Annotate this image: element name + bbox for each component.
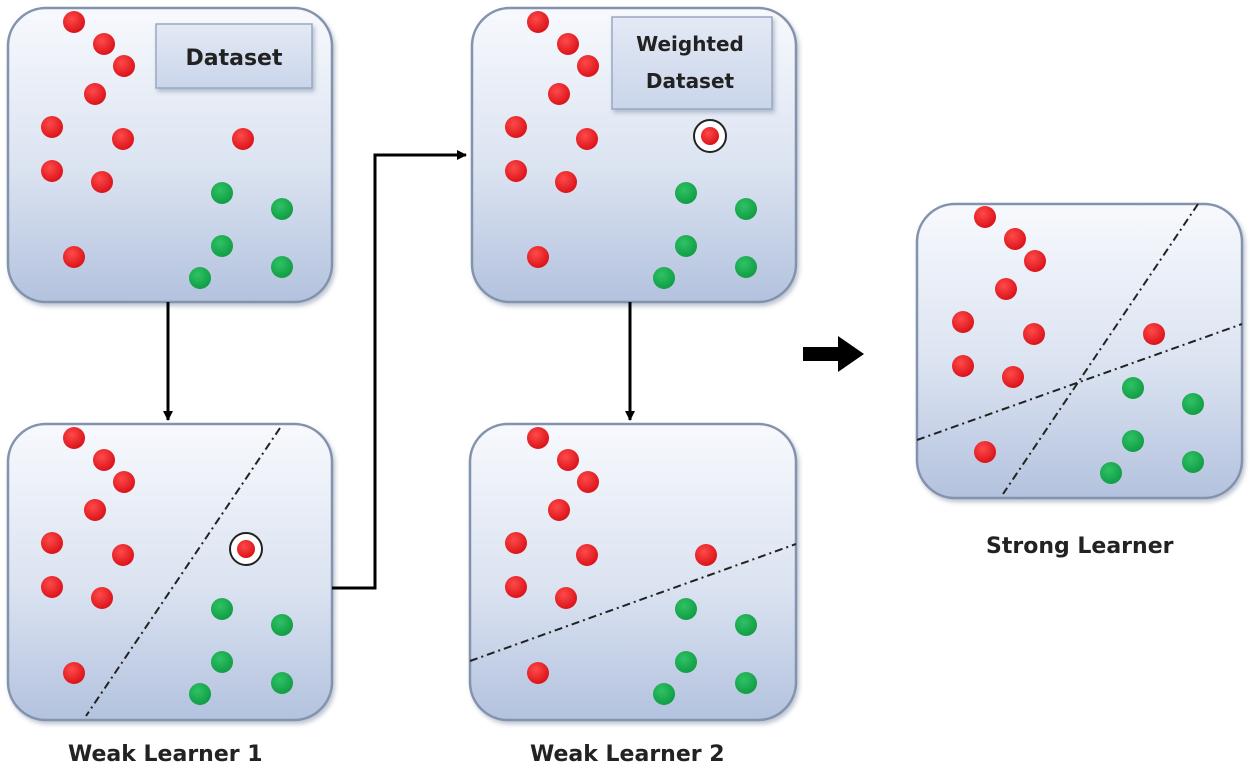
dataset-red-point xyxy=(63,11,85,33)
weak-learner-2-panel xyxy=(468,422,798,722)
strong-red-point xyxy=(974,441,996,463)
weak1-green-point xyxy=(271,672,293,694)
weighted-green-point xyxy=(675,235,697,257)
strong-learner-panel xyxy=(915,202,1244,500)
data-points xyxy=(41,11,1204,705)
weak2-green-point xyxy=(653,683,675,705)
weighted-red-point xyxy=(576,128,598,150)
weak1-misclassified-red-point xyxy=(237,540,255,558)
weighted-dataset-label-box xyxy=(611,16,773,110)
weak-learner-2-caption: Weak Learner 2 xyxy=(530,742,725,767)
weak1-red-point xyxy=(63,662,85,684)
weak1-red-point xyxy=(41,576,63,598)
weighted-green-point xyxy=(735,256,757,278)
weighted-green-point xyxy=(653,267,675,289)
strong-green-point xyxy=(1122,377,1144,399)
weak2-red-point xyxy=(548,499,570,521)
weak2-red-point xyxy=(576,544,598,566)
right-arrow-icon xyxy=(803,336,864,372)
weak2-red-point xyxy=(557,449,579,471)
weak1-red-point xyxy=(112,544,134,566)
strong-red-point xyxy=(995,278,1017,300)
dataset-green-point xyxy=(189,267,211,289)
weak1-green-point xyxy=(211,598,233,620)
dataset-red-point xyxy=(41,160,63,182)
strong-learner-boundary-1 xyxy=(1002,203,1199,495)
weak1-red-point xyxy=(93,449,115,471)
weak1-green-point xyxy=(271,614,293,636)
weighted-red-point xyxy=(505,116,527,138)
dataset-label-box xyxy=(155,23,313,89)
weak1-green-point xyxy=(211,651,233,673)
weak1-red-point xyxy=(63,427,85,449)
weak2-red-point xyxy=(505,532,527,554)
strong-green-point xyxy=(1122,430,1144,452)
weighted-label-line1: Weighted xyxy=(636,32,744,56)
weak1-red-point xyxy=(91,587,113,609)
weak2-red-point xyxy=(527,662,549,684)
weak2-red-point xyxy=(505,576,527,598)
weak1-green-point xyxy=(189,683,211,705)
weighted-red-point xyxy=(548,83,570,105)
weak2-green-point xyxy=(675,598,697,620)
weighted-red-point xyxy=(527,11,549,33)
dataset-red-point xyxy=(41,116,63,138)
strong-green-point xyxy=(1182,451,1204,473)
strong-red-point xyxy=(974,206,996,228)
strong-red-point xyxy=(1002,366,1024,388)
strong-green-point xyxy=(1182,393,1204,415)
weak2-red-point xyxy=(555,587,577,609)
strong-red-point xyxy=(1023,323,1045,345)
weak-learner-2-boundary xyxy=(469,543,797,662)
dataset-green-point xyxy=(271,256,293,278)
weak1-red-point xyxy=(41,532,63,554)
weak-learner-1-panel xyxy=(6,422,334,722)
strong-red-point xyxy=(952,355,974,377)
dataset-red-point xyxy=(113,55,135,77)
weak-learner-1-caption: Weak Learner 1 xyxy=(68,742,263,767)
dataset-red-point xyxy=(91,171,113,193)
weighted-green-point xyxy=(735,198,757,220)
weak1-red-point xyxy=(84,499,106,521)
weak2-green-point xyxy=(735,672,757,694)
weak2-green-point xyxy=(735,614,757,636)
weak-learner-1-boundary xyxy=(85,427,281,717)
weak2-misclassified-red-point xyxy=(695,544,717,566)
weighted-label-line2: Dataset xyxy=(646,69,735,93)
dataset-green-point xyxy=(211,182,233,204)
weak2-red-point xyxy=(577,471,599,493)
weighted-red-point xyxy=(557,33,579,55)
strong-misclassified-red-point xyxy=(1143,323,1165,345)
arrow-weak1-to-weighted xyxy=(332,150,467,590)
weighted-green-point xyxy=(675,182,697,204)
weighted-misclassified-red-point xyxy=(701,127,719,145)
dataset-red-point xyxy=(93,33,115,55)
dataset-red-point xyxy=(112,128,134,150)
weighted-red-point xyxy=(555,171,577,193)
dataset-red-point xyxy=(84,83,106,105)
strong-red-point xyxy=(1004,228,1026,250)
weak2-red-point xyxy=(527,427,549,449)
weighted-red-point xyxy=(505,160,527,182)
weak1-red-point xyxy=(113,471,135,493)
weak2-green-point xyxy=(675,651,697,673)
dataset-label: Dataset xyxy=(185,46,282,71)
dataset-green-point xyxy=(211,235,233,257)
dataset-misclassified-red-point xyxy=(232,128,254,150)
strong-red-point xyxy=(952,311,974,333)
dataset-green-point xyxy=(271,198,293,220)
dataset-red-point xyxy=(63,246,85,268)
weighted-red-point xyxy=(527,246,549,268)
strong-learner-boundary-2 xyxy=(916,323,1243,441)
strong-green-point xyxy=(1100,462,1122,484)
weighted-red-point xyxy=(577,55,599,77)
strong-red-point xyxy=(1024,250,1046,272)
strong-learner-caption: Strong Learner xyxy=(986,534,1174,559)
